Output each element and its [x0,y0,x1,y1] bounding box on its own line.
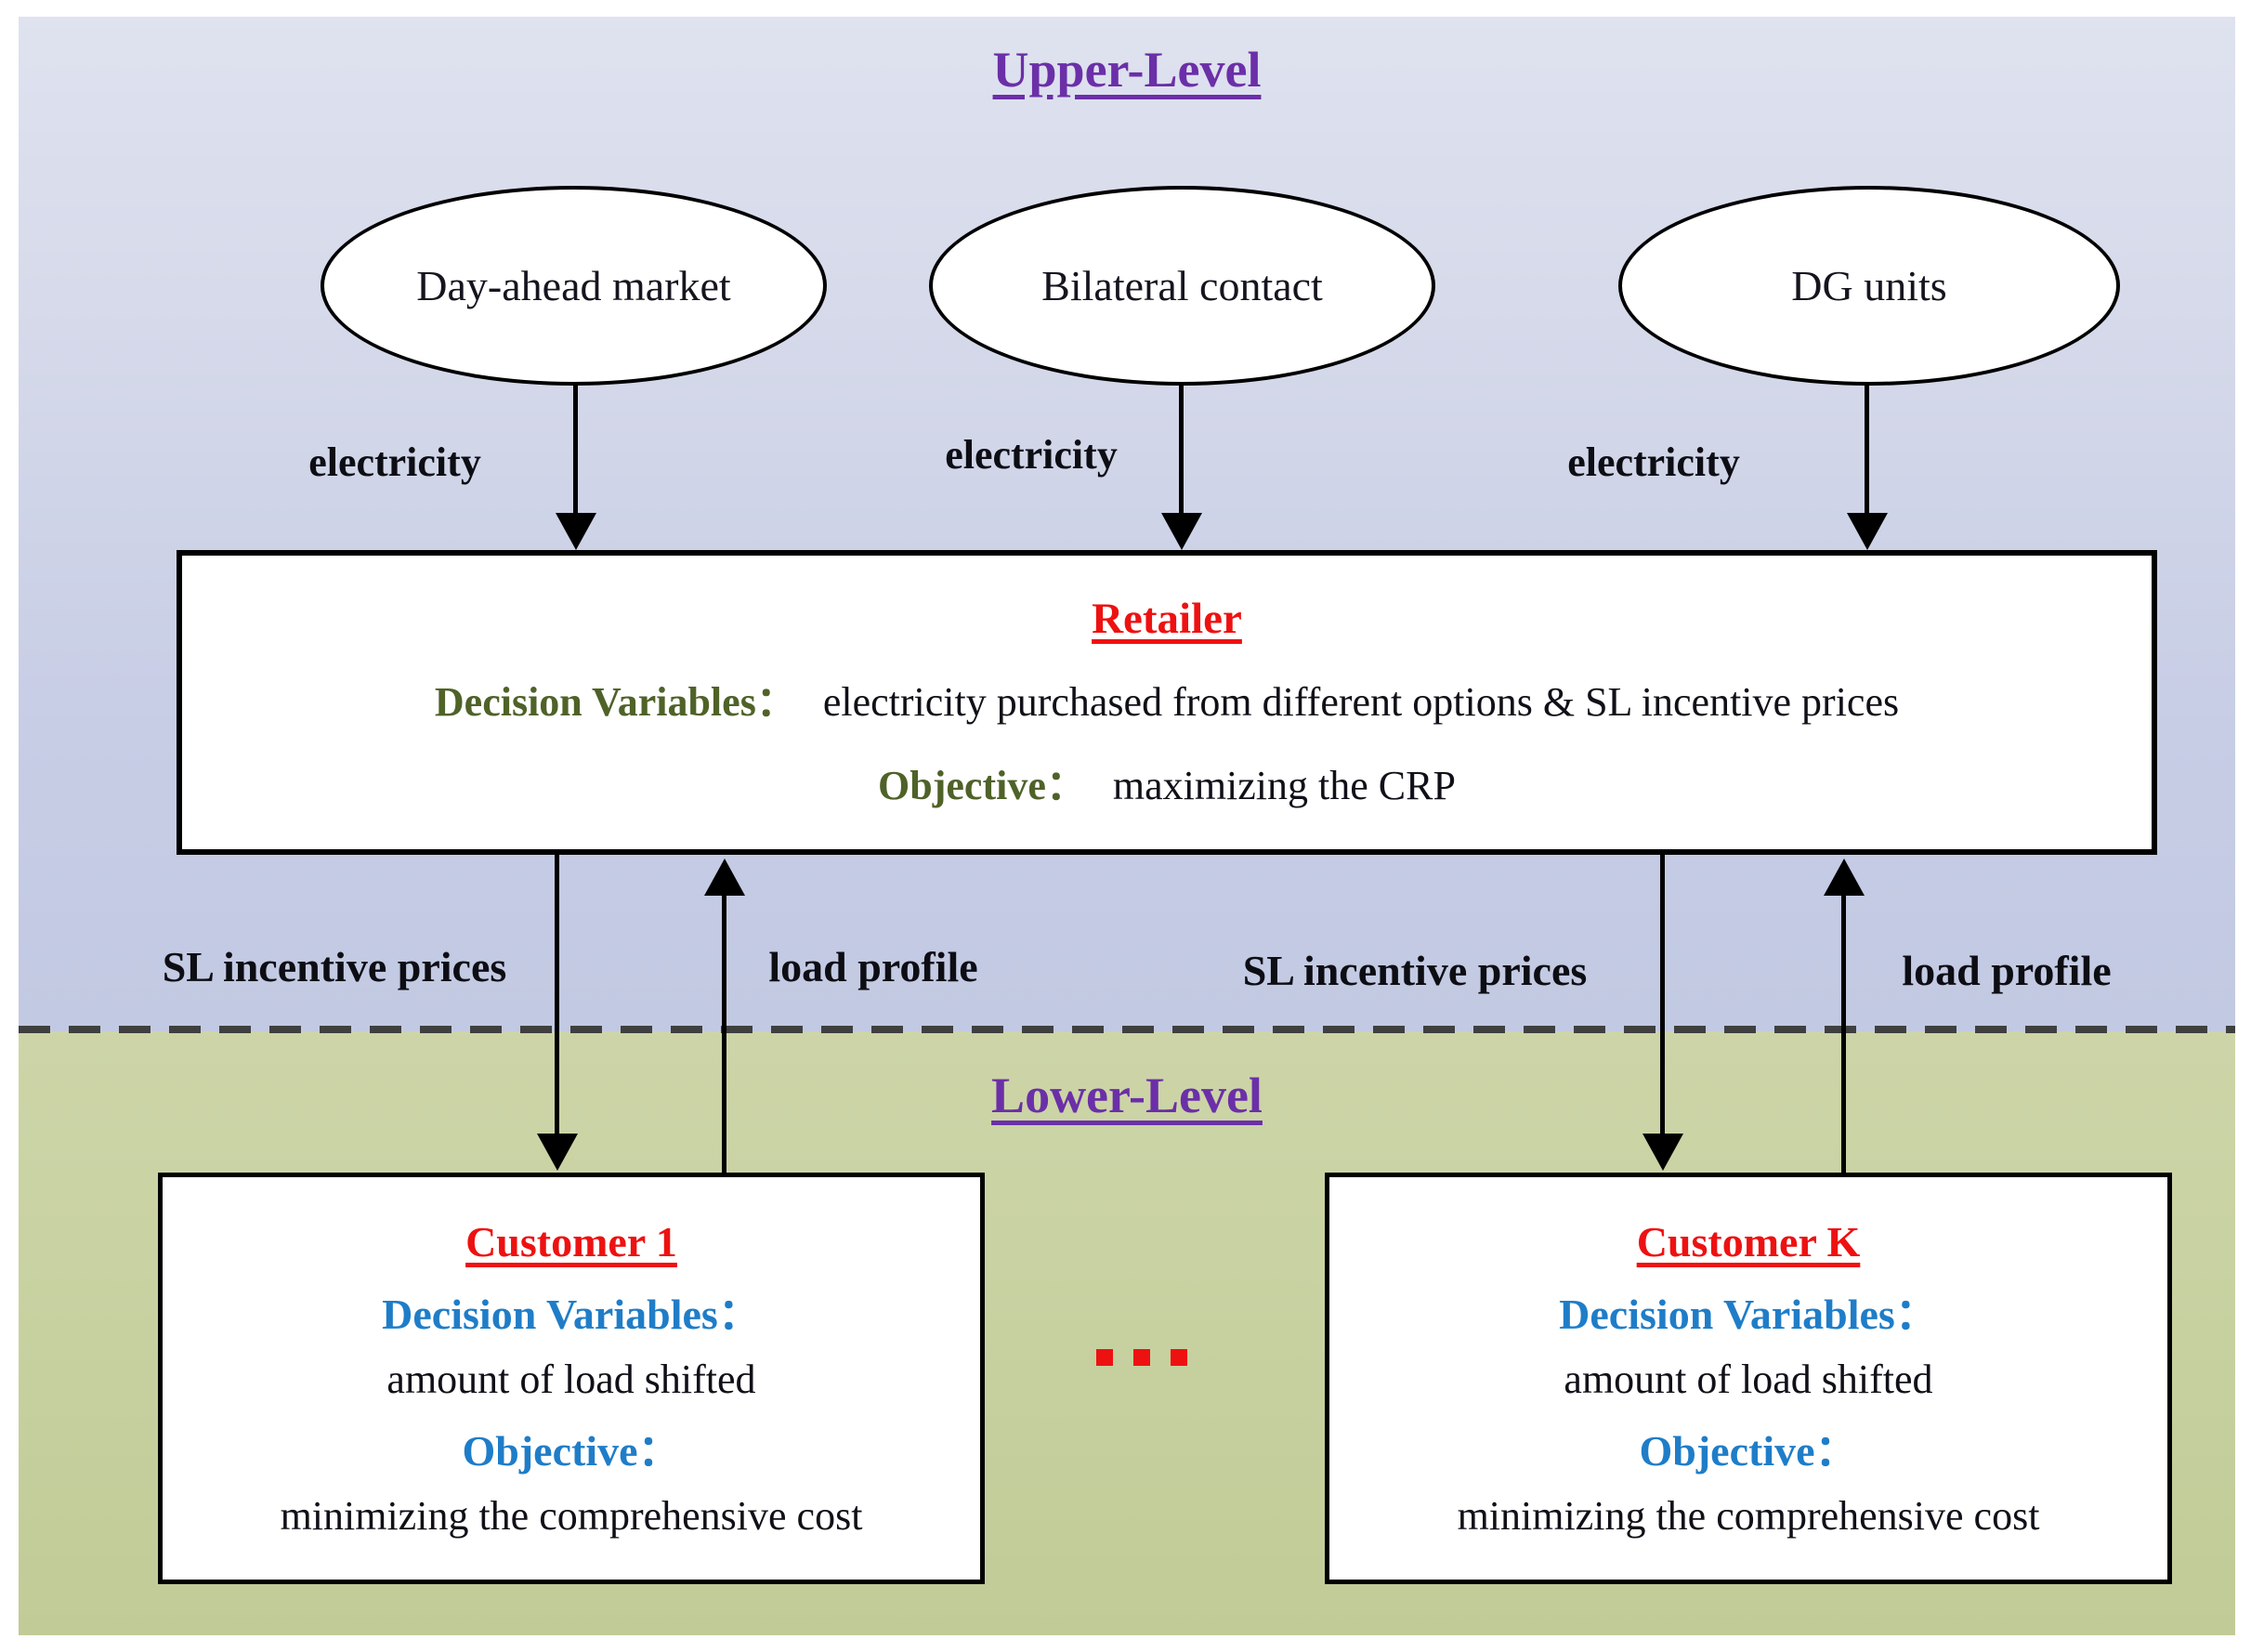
load-profile-label-left: load profile [768,943,978,990]
retailer-decision-line: Decision Variables： electricity purchased… [435,668,1899,728]
lower-level-title: Lower-Level [991,1068,1263,1123]
node-dg-units: DG units [1618,186,2120,386]
node-day-ahead-market-label: Day-ahead market [416,262,731,309]
arrow-line-bilateral-to-retailer [1179,384,1184,518]
retailer-objective-text: maximizing the CRP [1112,763,1456,808]
arrowhead-customer1-to-retailer [704,859,745,896]
node-bilateral-contact: Bilateral contact [929,186,1435,386]
electricity-label-2: electricity [945,432,1118,478]
retailer-objective-label: Objective： [878,763,1087,808]
node-bilateral-contact-label: Bilateral contact [1041,262,1323,309]
node-day-ahead-market: Day-ahead market [321,186,827,386]
customer-1-objective-label: Objective： [462,1427,681,1475]
arrow-line-customer1-to-retailer [722,894,726,1173]
customers-ellipsis [1096,1349,1187,1366]
arrowhead-customerK-to-retailer [1824,859,1865,896]
retailer-box: Retailer Decision Variables： electricity … [177,550,2157,855]
ellipsis-dot [1096,1349,1113,1366]
load-profile-label-right: load profile [1902,947,2112,994]
arrow-line-dg-to-retailer [1865,384,1869,518]
sl-incentive-prices-label-left: SL incentive prices [162,943,507,990]
retailer-decision-text: electricity purchased from different opt… [822,679,1900,725]
arrow-line-retailer-to-customer1 [555,855,559,1135]
customer-k-objective-label: Objective： [1639,1427,1858,1475]
arrowhead-bilateral-to-retailer [1161,513,1202,550]
arrow-line-day-ahead-to-retailer [573,384,578,518]
sl-incentive-prices-label-right: SL incentive prices [1242,947,1588,994]
customer-1-box: Customer 1 Decision Variables： amount of… [158,1173,985,1584]
node-dg-units-label: DG units [1791,262,1947,309]
ellipsis-dot [1133,1349,1150,1366]
retailer-title: Retailer [1092,595,1242,643]
customer-k-box: Customer K Decision Variables： amount of… [1325,1173,2172,1584]
customer-1-title: Customer 1 [465,1218,677,1265]
upper-level-region [19,17,2235,1031]
arrow-line-retailer-to-customerK [1660,855,1665,1135]
customer-k-decision-label: Decision Variables： [1559,1291,1938,1338]
electricity-label-3: electricity [1567,439,1740,485]
level-separator-dashed-line [19,1026,2235,1033]
arrow-line-customerK-to-retailer [1841,894,1846,1173]
customer-k-objective-text: minimizing the comprehensive cost [1457,1493,2040,1539]
customer-1-decision-text: amount of load shifted [386,1357,756,1402]
arrowhead-day-ahead-to-retailer [556,513,596,550]
ellipsis-dot [1171,1349,1187,1366]
customer-1-objective-text: minimizing the comprehensive cost [280,1493,863,1539]
customer-k-title: Customer K [1636,1218,1861,1265]
upper-level-title: Upper-Level [992,42,1262,98]
customer-k-decision-text: amount of load shifted [1564,1357,1933,1402]
retailer-objective-line: Objective： maximizing the CRP [878,752,1456,811]
customer-1-decision-label: Decision Variables： [382,1291,761,1338]
arrowhead-retailer-to-customer1 [537,1134,578,1171]
retailer-decision-label: Decision Variables： [434,679,797,725]
arrowhead-dg-to-retailer [1847,513,1888,550]
electricity-label-1: electricity [308,439,481,485]
arrowhead-retailer-to-customerK [1642,1134,1683,1171]
